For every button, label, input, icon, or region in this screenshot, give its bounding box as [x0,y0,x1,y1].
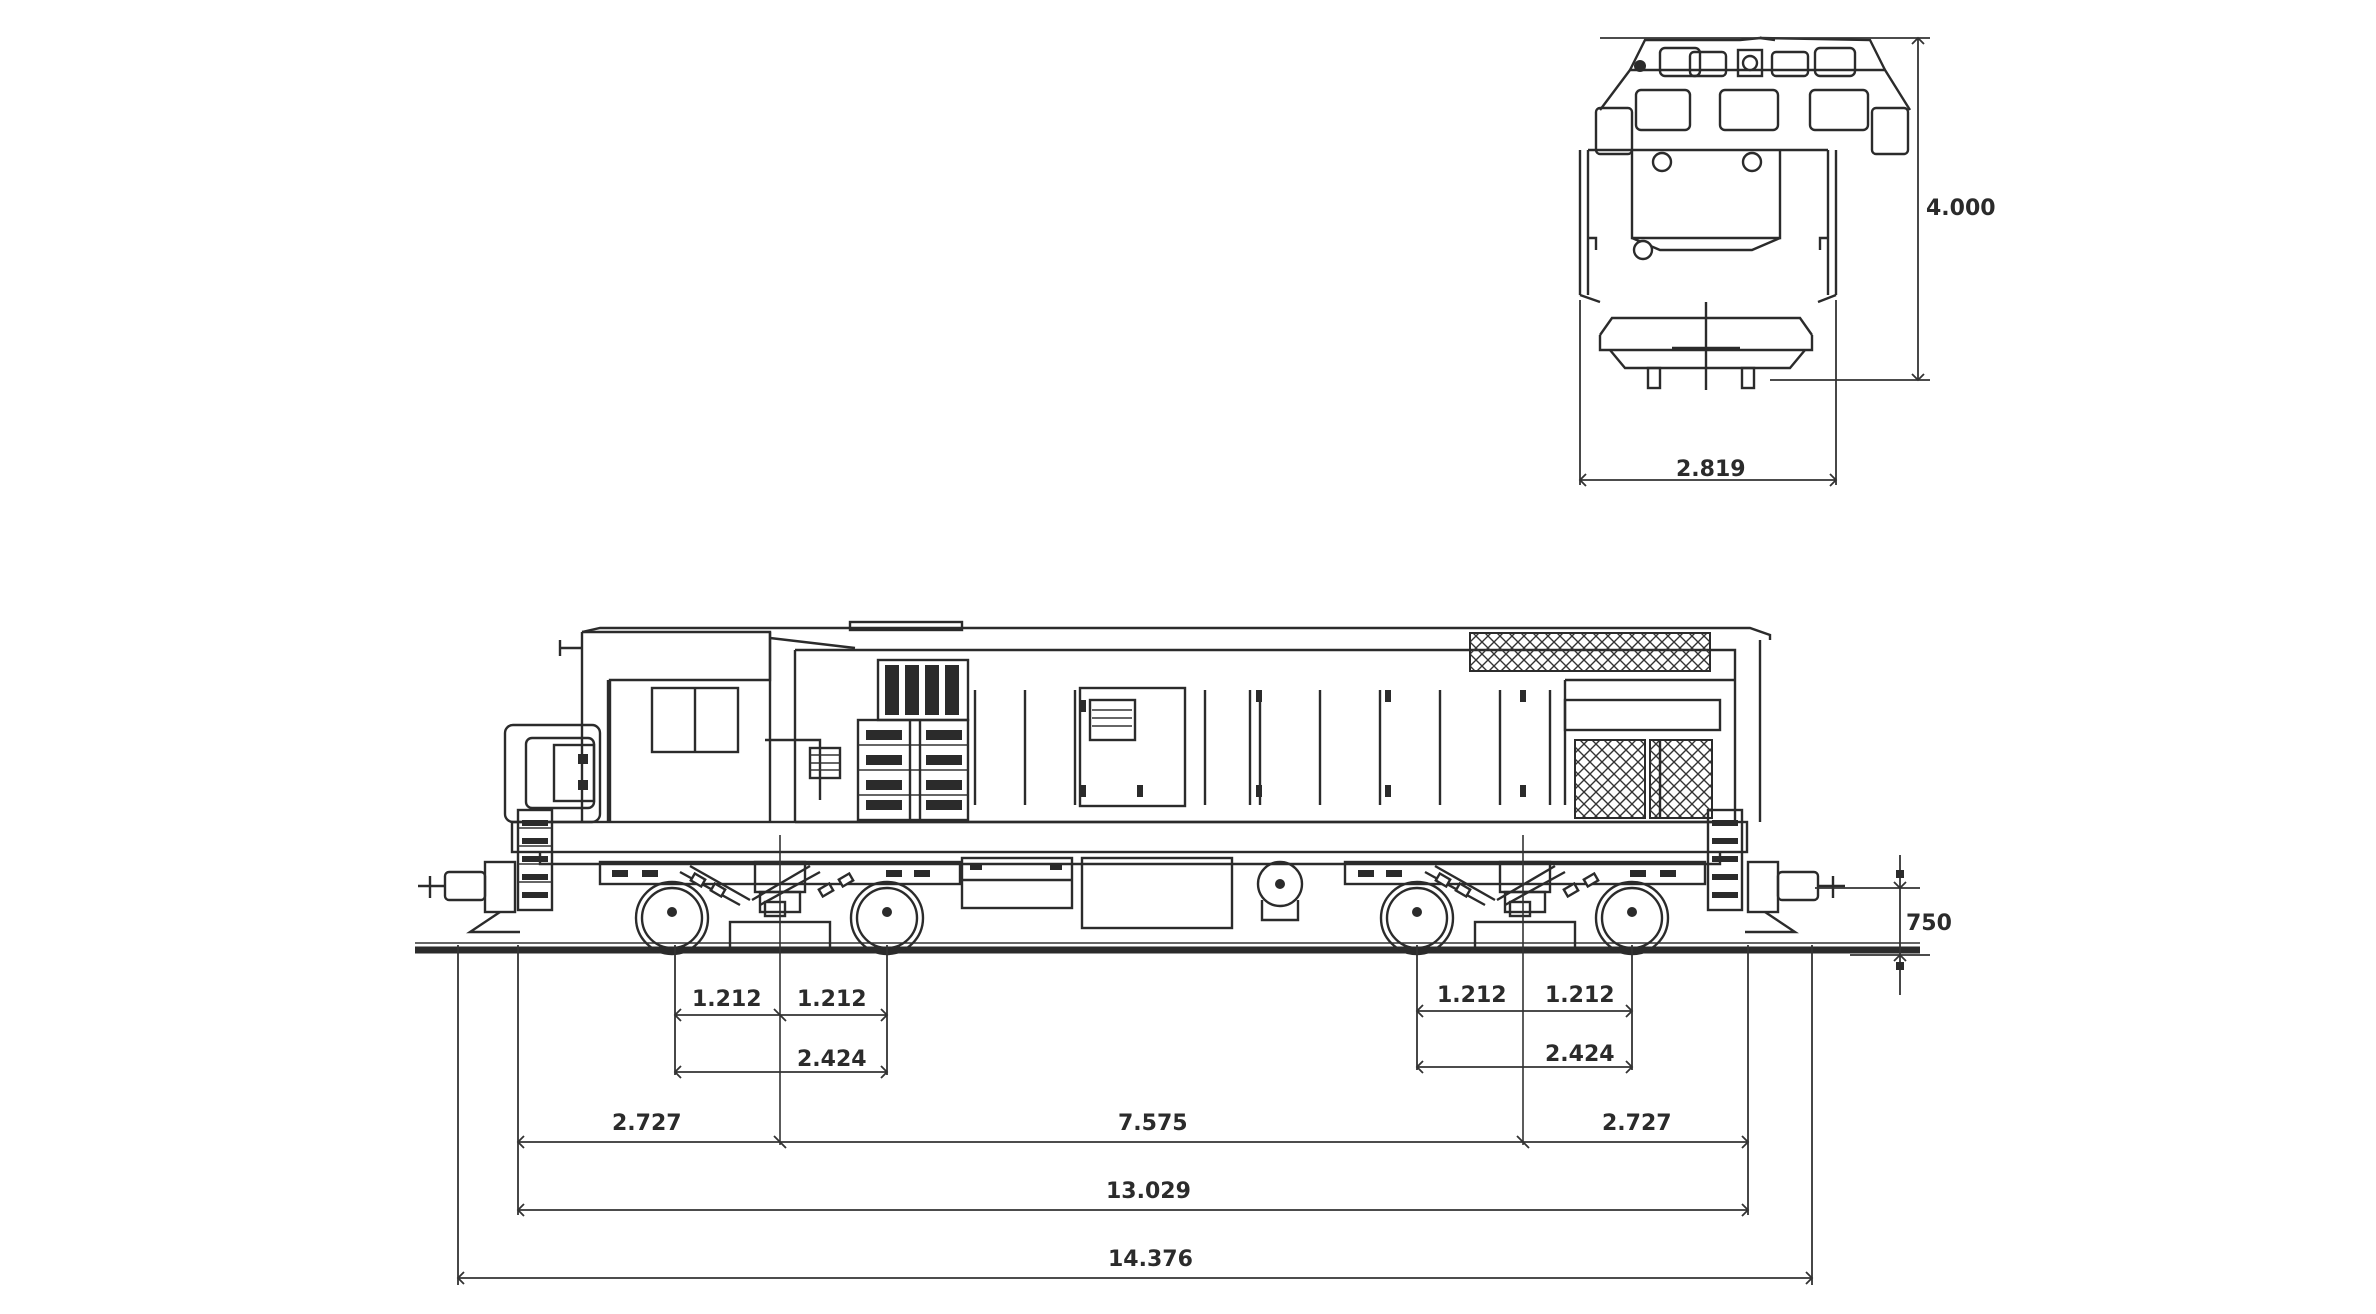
rail [415,942,1920,954]
front-cab-roof [1599,36,1912,111]
overall-length-label: 14.376 [1108,1247,1193,1272]
overhang-right-label: 2.727 [1602,1111,1672,1136]
front-body [1578,148,1838,304]
bogie-centers-label: 7.575 [1118,1111,1188,1136]
front-width-dimension: 2.819 [1578,300,1838,487]
radiator-grille [856,658,970,822]
bogie-2-half-left-label: 1.212 [1437,983,1507,1008]
side-view: 1.212 1.212 2.424 1.212 1.212 2.424 2.72… [415,620,1952,1285]
bogie-2-wheelbase-label: 2.424 [1545,1042,1615,1067]
bogie-2-half-right-label: 1.212 [1545,983,1615,1008]
couplers [418,860,1845,934]
bogie-2 [1343,860,1707,956]
front-height-label: 4.000 [1926,196,1996,221]
bogie-1-half-left-label: 1.212 [692,987,762,1012]
front-windows [1594,88,1910,156]
front-pilot [1598,302,1814,390]
bogie-centerlines [779,835,1524,1145]
front-height-dimension: 4.000 [1600,36,1996,382]
coupler-height-dimension: 750 [1815,855,1952,995]
overall-dimensions: 2.727 7.575 2.727 13.029 14.376 [456,945,1814,1285]
front-width-label: 2.819 [1676,457,1746,482]
overhang-left-label: 2.727 [612,1111,682,1136]
bogie-1-dimensions: 1.212 1.212 2.424 [673,945,889,1079]
coupler-height-label: 750 [1906,911,1952,936]
long-hood [581,620,1772,824]
front-view: 4.000 2.819 [1578,36,1996,487]
bogie-1-half-right-label: 1.212 [797,987,867,1012]
bogie-1-wheelbase-label: 2.424 [797,1047,867,1072]
bogie-2-dimensions: 1.212 1.212 2.424 [1415,945,1634,1074]
end-steps [516,808,1744,912]
hood-doors [973,678,1735,819]
fuel-tank [960,856,1304,930]
frame-length-label: 13.029 [1106,1179,1191,1204]
short-hood-cab [503,630,772,824]
